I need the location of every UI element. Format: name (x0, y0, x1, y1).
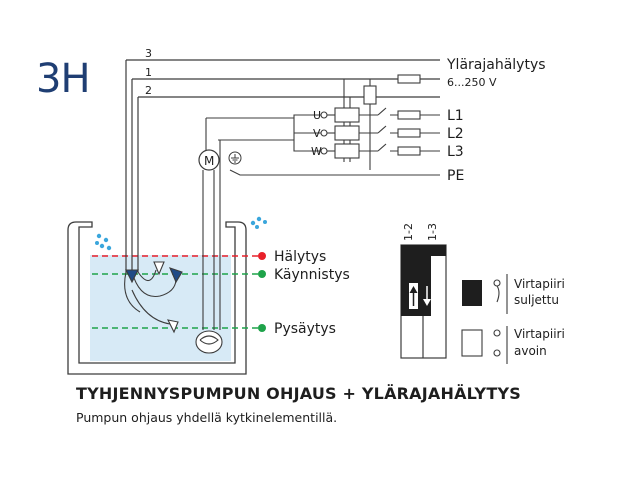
switch-table (400, 244, 447, 359)
ground-icon (228, 151, 242, 165)
switch-col-a-label: 1-2 (402, 223, 415, 241)
start-level-label: Käynnistys (274, 267, 350, 283)
phase-u-label: U (313, 109, 321, 122)
water-drops-right (250, 216, 267, 229)
diagram-badge: 3H (36, 56, 91, 102)
alarm-fuse (397, 74, 421, 84)
pe-label: PE (447, 168, 464, 184)
fuse-l2 (397, 128, 421, 138)
diagram-heading: TYHJENNYSPUMPUN OHJAUS + YLÄRAJAHÄLYTYS (76, 384, 521, 403)
alarm-level-label: Hälytys (274, 249, 326, 265)
legend-open-swatch (461, 329, 483, 357)
stop-level-label: Pysäytys (274, 321, 336, 337)
motor-label: M (204, 154, 214, 168)
diagram-subheading: Pumpun ohjaus yhdellä kytkinelementillä. (76, 410, 338, 425)
alarm-output-label: Ylärajahälytys (446, 57, 546, 73)
legend-open: Virtapiiri avoin (461, 326, 565, 364)
pe-wire (229, 169, 440, 176)
legend-closed-swatch (462, 280, 482, 306)
pump (195, 140, 223, 354)
left-inlet-pipe (67, 221, 93, 231)
tank (67, 221, 247, 375)
tank-walls (67, 230, 247, 375)
contactor (218, 79, 440, 170)
wire-1-label: 1 (145, 66, 152, 79)
start-level-marker (258, 270, 266, 278)
float-switch (124, 261, 183, 334)
fuse-l3 (397, 146, 421, 156)
fuse-l1 (397, 110, 421, 120)
legend-open-line1: Virtapiiri (514, 327, 565, 341)
legend-closed: Virtapiiri suljettu (462, 274, 565, 314)
control-wires (125, 59, 440, 272)
stop-level-marker (258, 324, 266, 332)
legend-open-line2: avoin (514, 344, 547, 358)
l1-label: L1 (447, 108, 464, 124)
voltage-label: 6...250 V (447, 76, 497, 89)
l2-label: L2 (447, 126, 464, 142)
legend-closed-line1: Virtapiiri (514, 277, 565, 291)
l3-label: L3 (447, 144, 464, 160)
motor-symbol (198, 149, 220, 171)
water-drops-left (95, 233, 112, 251)
alarm-level-marker (258, 252, 266, 260)
right-inlet-pipe (225, 221, 247, 231)
switch-col-b-label: 1-3 (426, 223, 439, 241)
legend-closed-line2: suljettu (514, 293, 559, 307)
wire-2-label: 2 (145, 84, 152, 97)
wire-3-label: 3 (145, 47, 152, 60)
phase-v-label: V (313, 127, 321, 140)
phase-w-label: W (311, 145, 322, 158)
